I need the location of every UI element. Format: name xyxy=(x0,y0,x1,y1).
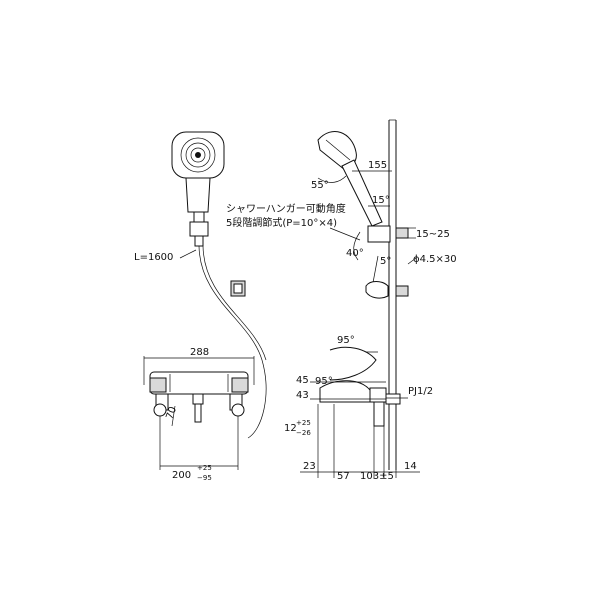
dim-70: 70 xyxy=(164,405,179,421)
dim-14: 14 xyxy=(404,461,417,472)
dim-15deg: 15° xyxy=(372,195,390,206)
dim-hole: ϕ4.5×30 xyxy=(413,254,457,265)
lower-bracket xyxy=(365,281,409,299)
dim-103: 103±5 xyxy=(360,471,394,482)
dim-55deg: 55° xyxy=(311,180,329,191)
mixer-side xyxy=(319,346,401,427)
shower-head-side xyxy=(317,130,383,227)
dim-12: 12 xyxy=(284,423,297,434)
shower-hanger xyxy=(353,225,409,261)
dim-288: 288 xyxy=(190,347,209,358)
shower-head-front xyxy=(171,131,225,213)
dim-95deg-top: 95° xyxy=(337,335,355,346)
dim-12-tol-minus: −26 xyxy=(296,429,311,437)
dim-5deg: 5° xyxy=(380,256,391,267)
dim-200: 200 xyxy=(172,470,191,481)
mixer-front: 288 70 200 +25 −95 xyxy=(143,347,255,482)
hanger-note-1: シャワーハンガー可動角度 xyxy=(226,202,346,215)
dim-43: 43 xyxy=(296,390,309,401)
dim-15-25: 15~25 xyxy=(416,229,450,240)
dim-57: 57 xyxy=(337,471,350,482)
dim-200-tol-minus: −95 xyxy=(197,474,212,482)
dim-12-tol-plus: +25 xyxy=(296,419,311,427)
dim-45: 45 xyxy=(296,375,309,386)
dim-155: 155 xyxy=(368,160,387,171)
slide-bar xyxy=(388,119,397,470)
hanger-clip-icon xyxy=(230,280,246,297)
shower-hose xyxy=(198,245,267,439)
bottom-dimensions xyxy=(300,404,420,478)
dim-23: 23 xyxy=(303,461,316,472)
dim-95deg: 95° xyxy=(315,376,333,387)
dim-40deg: 40° xyxy=(346,248,364,259)
dim-200-tol-plus: +25 xyxy=(197,464,212,472)
hose-connector-front xyxy=(189,211,209,247)
dim-pj: PJ1/2 xyxy=(408,386,433,397)
hose-length-label: L=1600 xyxy=(134,252,173,263)
hanger-note-2: 5段階調節式(P=10°×4) xyxy=(226,216,337,229)
